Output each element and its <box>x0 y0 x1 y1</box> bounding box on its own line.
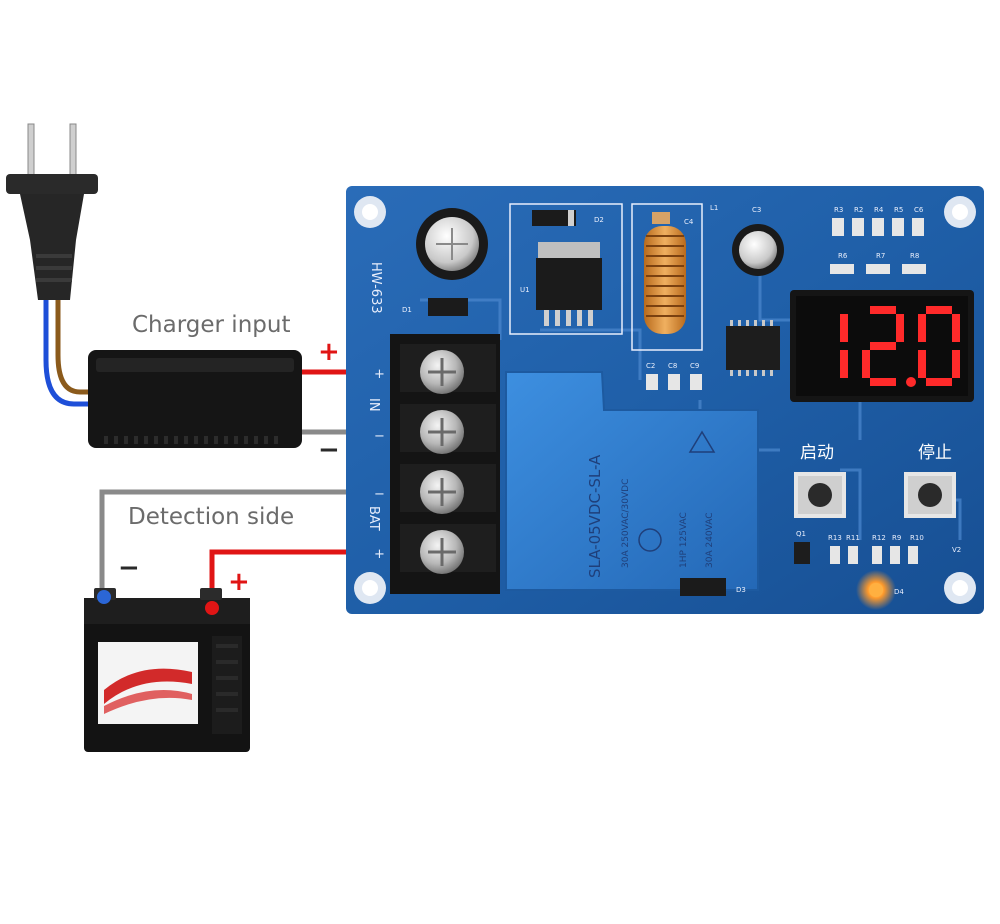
controller-ic <box>726 320 780 376</box>
start-button[interactable] <box>794 472 846 518</box>
display-segment <box>862 350 870 378</box>
display-segment <box>952 350 960 378</box>
mounting-hole <box>354 196 386 228</box>
terminal-bat-plus: + <box>374 547 385 562</box>
c8-label: C8 <box>668 362 677 370</box>
c3-label: C3 <box>752 206 761 214</box>
display-segment <box>840 350 848 378</box>
screw-terminal-block <box>390 334 500 594</box>
c9-label: C9 <box>690 362 699 370</box>
u1-label: U1 <box>520 286 530 294</box>
stop-button-label: 停止 <box>918 443 952 463</box>
start-button-label: 启动 <box>800 443 834 463</box>
battery-minus-label: − <box>118 553 140 583</box>
v2-label: V2 <box>952 546 961 554</box>
relay: SLA-05VDC-SL-A 30A 250VAC/30VDC 1HP 125V… <box>505 371 759 591</box>
display-segment <box>870 342 896 350</box>
terminal-in-plus: + <box>374 367 385 382</box>
terminal-bat-label: BAT <box>366 506 381 531</box>
battery-plus-label: + <box>228 567 250 597</box>
electrolytic-capacitor <box>416 208 488 280</box>
r3-label: R3 <box>834 206 843 214</box>
r11-label: R11 <box>846 534 860 542</box>
battery-positive-terminal <box>205 601 219 615</box>
charger-plus-label: + <box>318 337 340 367</box>
r4-label: R4 <box>874 206 884 214</box>
relay-rating-3: 30A 240VAC <box>705 512 715 568</box>
battery <box>84 588 250 752</box>
battery-negative-wire <box>99 489 420 596</box>
display-segment <box>896 314 904 342</box>
l1-label: L1 <box>710 204 718 212</box>
smd-resistor-row: R3 R2 R4 R5 C6 R6 R7 R8 <box>830 206 926 274</box>
board-model-label: HW-633 <box>368 262 383 314</box>
status-led <box>856 570 896 610</box>
relay-rating-1: 30A 250VAC/30VDC <box>621 479 631 568</box>
terminal-screw <box>420 530 464 574</box>
r7-label: R7 <box>876 252 885 260</box>
terminal-bat-minus: − <box>374 487 385 502</box>
small-capacitor <box>732 224 784 276</box>
display-segment <box>870 306 896 314</box>
display-digits <box>840 306 960 387</box>
terminal-screw <box>420 410 464 454</box>
display-segment <box>926 378 952 386</box>
display-decimal-point <box>906 377 916 387</box>
regulator-chip <box>536 242 602 326</box>
r13-label: R13 <box>828 534 842 542</box>
d4-label: D4 <box>894 588 904 596</box>
d1-label: D1 <box>402 306 412 314</box>
stop-button[interactable] <box>904 472 956 518</box>
display-segment <box>952 314 960 342</box>
pcb-board: HW-633 D1 D2 U1 L1 C4 <box>346 186 984 614</box>
display-segment <box>840 314 848 342</box>
display-segment <box>918 350 926 378</box>
r5-label: R5 <box>894 206 903 214</box>
c2-label: C2 <box>646 362 655 370</box>
terminal-screw <box>420 470 464 514</box>
display-segment <box>918 314 926 342</box>
terminal-screw <box>420 350 464 394</box>
terminal-in-label: IN <box>366 398 381 412</box>
inductor-coil <box>644 226 686 334</box>
r8-label: R8 <box>910 252 919 260</box>
mounting-hole <box>944 572 976 604</box>
r12-label: R12 <box>872 534 886 542</box>
battery-negative-terminal <box>97 590 111 604</box>
r10-label: R10 <box>910 534 924 542</box>
r6-label: R6 <box>838 252 848 260</box>
display-segment <box>926 306 952 314</box>
c6-label: C6 <box>914 206 924 214</box>
d2-label: D2 <box>594 216 604 224</box>
relay-model: SLA-05VDC-SL-A <box>586 454 604 578</box>
mounting-hole <box>354 572 386 604</box>
charger-adapter <box>88 350 302 448</box>
r9-label: R9 <box>892 534 901 542</box>
relay-rating-2: 1HP 125VAC <box>679 512 689 568</box>
q1-label: Q1 <box>796 530 806 538</box>
smd-resistor-row-bottom: Q1 R13 R11 R12 R9 R10 V2 <box>794 530 961 564</box>
display-segment <box>870 378 896 386</box>
c4-label: C4 <box>684 218 694 226</box>
terminal-in-minus: − <box>374 429 385 444</box>
mounting-hole <box>944 196 976 228</box>
charger-input-label: Charger input <box>132 312 290 338</box>
detection-side-label: Detection side <box>128 504 294 530</box>
d3-label: D3 <box>736 586 746 594</box>
power-plug <box>6 123 98 300</box>
mains-cable <box>43 300 94 407</box>
charger-minus-label: − <box>318 435 340 465</box>
r2-label: R2 <box>854 206 863 214</box>
seven-segment-display <box>790 290 974 402</box>
